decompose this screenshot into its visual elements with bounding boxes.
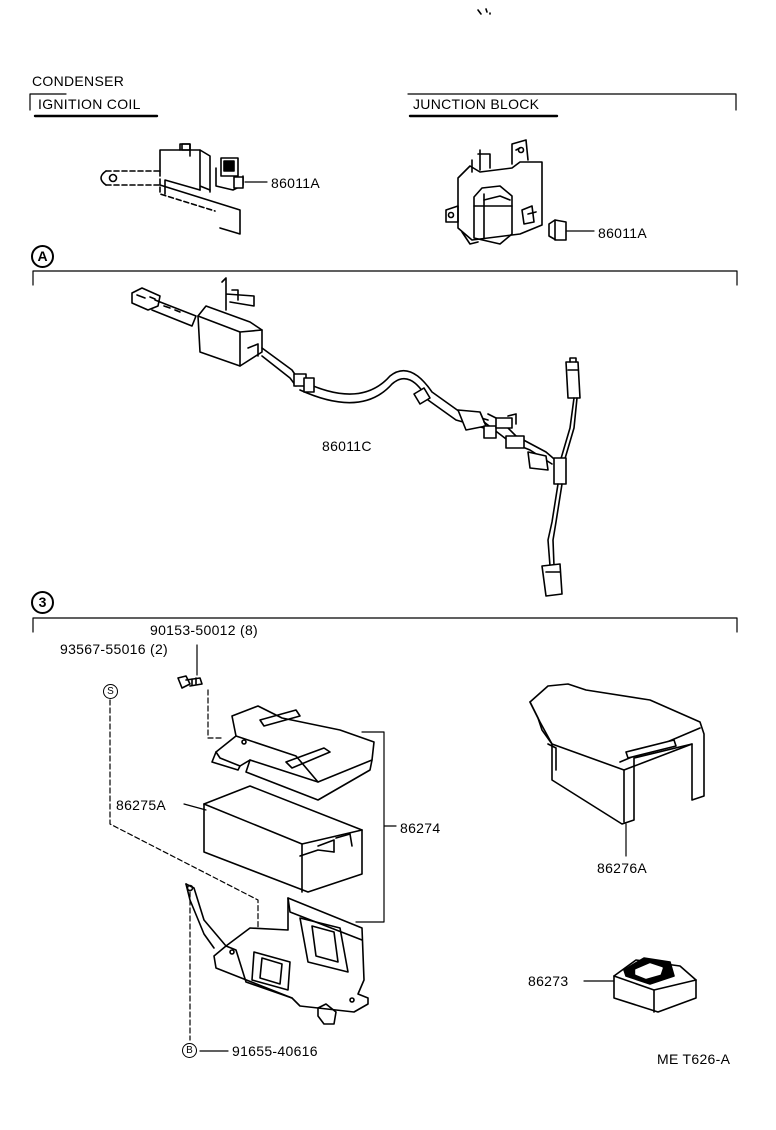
junction-block-part [445, 139, 543, 245]
section-frame-top [29, 93, 737, 111]
header-junction-block: JUNCTION BLOCK [413, 96, 540, 112]
label-86011c: 86011C [322, 438, 372, 454]
leader-bolt-dashed [207, 689, 223, 739]
ignition-coil-bracket [100, 143, 241, 235]
label-90153: 90153-50012 (8) [150, 622, 259, 638]
leader-86275a [183, 803, 207, 811]
part-86273 [613, 957, 697, 1013]
label-86011a-left: 86011A [271, 175, 321, 191]
cover-86276a-part [529, 683, 705, 825]
condenser-part [215, 157, 244, 191]
harness-left-connector [131, 287, 197, 327]
box-86275a-part [203, 785, 363, 893]
harness-relay-box [197, 277, 263, 367]
marker-b: B [182, 1043, 197, 1058]
label-86274: 86274 [400, 820, 441, 836]
upper-bracket-part [211, 705, 375, 801]
header-ignition-coil: IGNITION COIL [38, 96, 141, 112]
figure-id: ME T626-A [657, 1051, 731, 1067]
marker-s: S [103, 684, 118, 699]
label-86273: 86273 [528, 973, 569, 989]
stray-mark [477, 8, 491, 15]
harness-main-wire [261, 347, 561, 471]
leader-93567-dashed [109, 699, 259, 929]
bolt-90153 [177, 675, 203, 689]
label-86276a: 86276A [597, 860, 648, 876]
label-86011a-right: 86011A [598, 225, 648, 241]
harness-right-branch [541, 357, 581, 597]
header-condenser: CONDENSER [32, 73, 125, 89]
section-frame-3 [32, 617, 738, 633]
section-frame-a [32, 270, 738, 286]
section-marker-3: 3 [31, 591, 54, 614]
section-marker-a: A [31, 245, 54, 268]
junction-relay-part [548, 219, 567, 241]
label-93567: 93567-55016 (2) [60, 641, 169, 657]
lower-tray-part [185, 883, 369, 1025]
label-91655: 91655-40616 [232, 1043, 318, 1059]
bracket-86274-leader [355, 731, 397, 923]
label-86275a: 86275A [116, 797, 167, 813]
